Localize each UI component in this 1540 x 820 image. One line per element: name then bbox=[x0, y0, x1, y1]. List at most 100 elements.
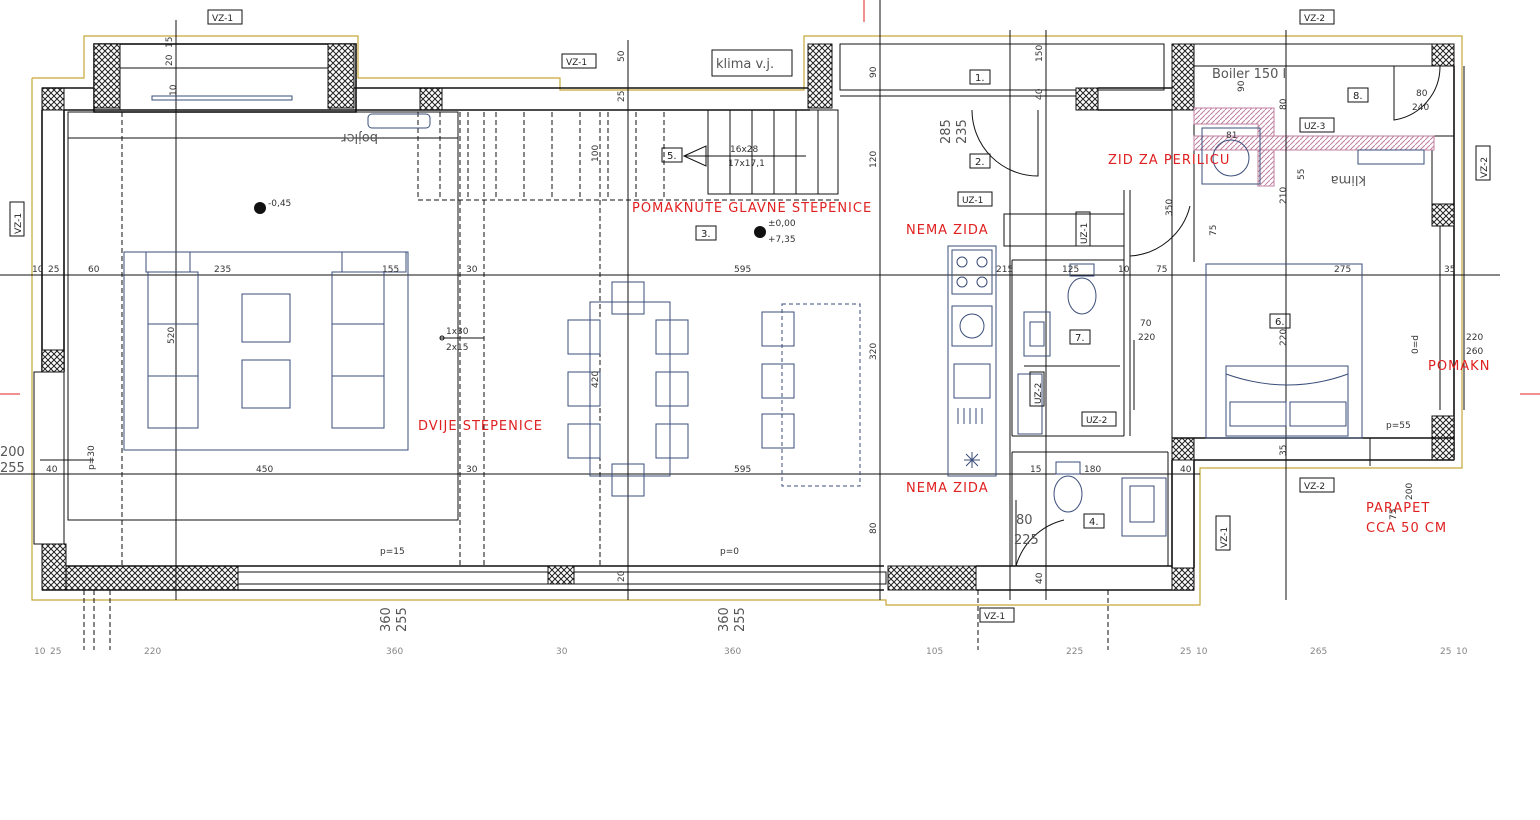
dim-v-16: 80 bbox=[1279, 98, 1289, 110]
dim-o5a: 80 bbox=[1416, 89, 1428, 99]
dim-cut-12: 10 bbox=[1456, 647, 1468, 657]
dim-top-9: 10 bbox=[1118, 265, 1130, 275]
dim-o6b: 220 bbox=[1138, 333, 1155, 343]
tag-uz2-vert: UZ-2 bbox=[1034, 383, 1044, 404]
dim-o9b: 200 bbox=[1405, 483, 1415, 500]
dim-o5b: 240 bbox=[1412, 103, 1429, 113]
dim-cut-11: 25 bbox=[1440, 647, 1451, 657]
tag-vz1-top: VZ-1 bbox=[212, 14, 233, 24]
dim-top-5: 30 bbox=[466, 265, 478, 275]
dim-cut-1: 25 bbox=[50, 647, 61, 657]
note-two-stairs: DVIJE STEPENICE bbox=[418, 419, 543, 434]
tag-uz1-kitchen: UZ-1 bbox=[962, 196, 983, 206]
outer-outline bbox=[31, 35, 1463, 606]
dim-v-5: 150 bbox=[1035, 45, 1045, 62]
dim-top-8: 125 bbox=[1062, 265, 1079, 275]
dim-v-6: 10 bbox=[169, 84, 179, 96]
stairs bbox=[439, 109, 839, 341]
dim-cut-0: 10 bbox=[34, 647, 46, 657]
dim-o7b: 225 bbox=[1014, 533, 1039, 548]
label-1x30: 1x30 bbox=[446, 327, 469, 337]
dim-v-1: 20 bbox=[165, 54, 175, 66]
room-6: 6. bbox=[1275, 317, 1285, 328]
dim-top-2: 60 bbox=[88, 265, 100, 275]
room-numbers: 1. 2. 3. 4. 5. 6. 7. 8. bbox=[661, 69, 1369, 529]
dim-top-1: 25 bbox=[48, 265, 59, 275]
label-p15: p=15 bbox=[380, 547, 405, 557]
dim-top-7: 215 bbox=[996, 265, 1013, 275]
dim-v-17: 90 bbox=[1237, 80, 1247, 92]
dim-top-6: 595 bbox=[734, 265, 751, 275]
dim-cut-2: 220 bbox=[144, 647, 161, 657]
dim-o9a: 75 bbox=[1389, 509, 1399, 520]
level-735: +7,35 bbox=[768, 235, 796, 245]
dim-bot-2: 30 bbox=[466, 465, 478, 475]
dim-o8b: 260 bbox=[1466, 347, 1483, 357]
dim-o8a: 220 bbox=[1466, 333, 1483, 343]
label-klima: klima bbox=[1331, 172, 1366, 187]
dim-o10: 81 bbox=[1226, 131, 1237, 141]
label-stair-size2: 17x17,1 bbox=[728, 159, 765, 169]
dim-cut-7: 225 bbox=[1066, 647, 1083, 657]
note-parapet: PARAPET bbox=[1366, 501, 1430, 516]
dim-v-0: 15 bbox=[165, 37, 175, 48]
dim-v-12: 320 bbox=[869, 343, 879, 360]
tag-uz3: UZ-3 bbox=[1304, 122, 1325, 132]
note-no-wall-1: NEMA ZIDA bbox=[906, 223, 989, 238]
dim-v-7: 40 bbox=[1035, 88, 1045, 100]
tag-vz1-stairs: VZ-1 bbox=[566, 58, 587, 68]
labels: klima v.j. Boiler 150 l bojler klima 16x… bbox=[87, 49, 1421, 557]
label-p30: p=30 bbox=[87, 445, 97, 470]
dim-o1b: 235 bbox=[955, 119, 970, 144]
room-7: 7. bbox=[1075, 333, 1085, 344]
dim-v-11: 420 bbox=[591, 371, 601, 388]
dim-v-20: 350 bbox=[1165, 199, 1175, 216]
label-klima-vj: klima v.j. bbox=[716, 57, 774, 72]
dim-o1a: 285 bbox=[939, 119, 954, 144]
walls bbox=[33, 43, 1455, 591]
tag-vz1-left: VZ-1 bbox=[14, 213, 24, 234]
tag-uz1-vert: UZ-1 bbox=[1080, 223, 1090, 244]
note-no-wall-2: NEMA ZIDA bbox=[906, 481, 989, 496]
doors bbox=[971, 65, 1441, 567]
dim-o3a: 360 bbox=[717, 607, 732, 632]
dim-v-19: 210 bbox=[1279, 187, 1289, 204]
room-4: 4. bbox=[1089, 517, 1099, 528]
dim-o3b: 255 bbox=[733, 607, 748, 632]
wall-tags: VZ-1 VZ-1 VZ-2 UZ-3 UZ-1 UZ-2 VZ-2 VZ-1 … bbox=[9, 9, 1491, 623]
label-p0: p=0 bbox=[720, 547, 739, 557]
label-d0: 0=d bbox=[1411, 335, 1421, 354]
dim-o4a: 200 bbox=[0, 445, 25, 460]
label-boiler: Boiler 150 l bbox=[1212, 67, 1286, 82]
dim-top-10: 75 bbox=[1156, 265, 1167, 275]
dim-bot-5: 180 bbox=[1084, 465, 1101, 475]
label-bojler: bojler bbox=[341, 130, 378, 145]
tag-uz2-bath: UZ-2 bbox=[1086, 416, 1107, 426]
room-3: 3. bbox=[701, 229, 711, 240]
dim-cut-10: 265 bbox=[1310, 647, 1327, 657]
dim-bot-4: 15 bbox=[1030, 465, 1041, 475]
dim-top-0: 10 bbox=[32, 265, 44, 275]
dim-v-21: 75 bbox=[1209, 225, 1219, 236]
dimensions-vertical: 15 20 50 25 90 150 10 40 120 100 520 420… bbox=[165, 37, 1307, 584]
note-stairs-moved: POMAKNUTE GLAVNE STEPENICE bbox=[632, 201, 872, 216]
furniture bbox=[123, 95, 1425, 537]
dim-cut-4: 30 bbox=[556, 647, 568, 657]
dim-bot-0: 40 bbox=[46, 465, 58, 475]
dim-cut-3: 360 bbox=[386, 647, 403, 657]
dim-o6a: 70 bbox=[1140, 319, 1152, 329]
level-minus045: -0,45 bbox=[268, 199, 291, 209]
dim-v-14: 20 bbox=[617, 570, 627, 582]
dim-cut-8: 25 bbox=[1180, 647, 1191, 657]
dimensions-top: 10 25 60 235 155 30 595 215 125 10 75 27… bbox=[32, 265, 1455, 275]
dim-top-12: 35 bbox=[1444, 265, 1455, 275]
dim-v-13: 80 bbox=[869, 522, 879, 534]
annotations: POMAKNUTE GLAVNE STEPENICE NEMA ZIDA NEM… bbox=[418, 153, 1490, 536]
dimensions-openings: 285 235 360 255 360 255 200 255 80 240 7… bbox=[0, 89, 1483, 632]
dim-v-18: 55 bbox=[1297, 169, 1307, 180]
dim-v-23: 40 bbox=[1035, 572, 1045, 584]
dim-v-22: 220 bbox=[1279, 329, 1289, 346]
note-pomakn: POMAKN bbox=[1428, 359, 1490, 374]
tag-vz2-right: VZ-2 bbox=[1480, 157, 1490, 178]
